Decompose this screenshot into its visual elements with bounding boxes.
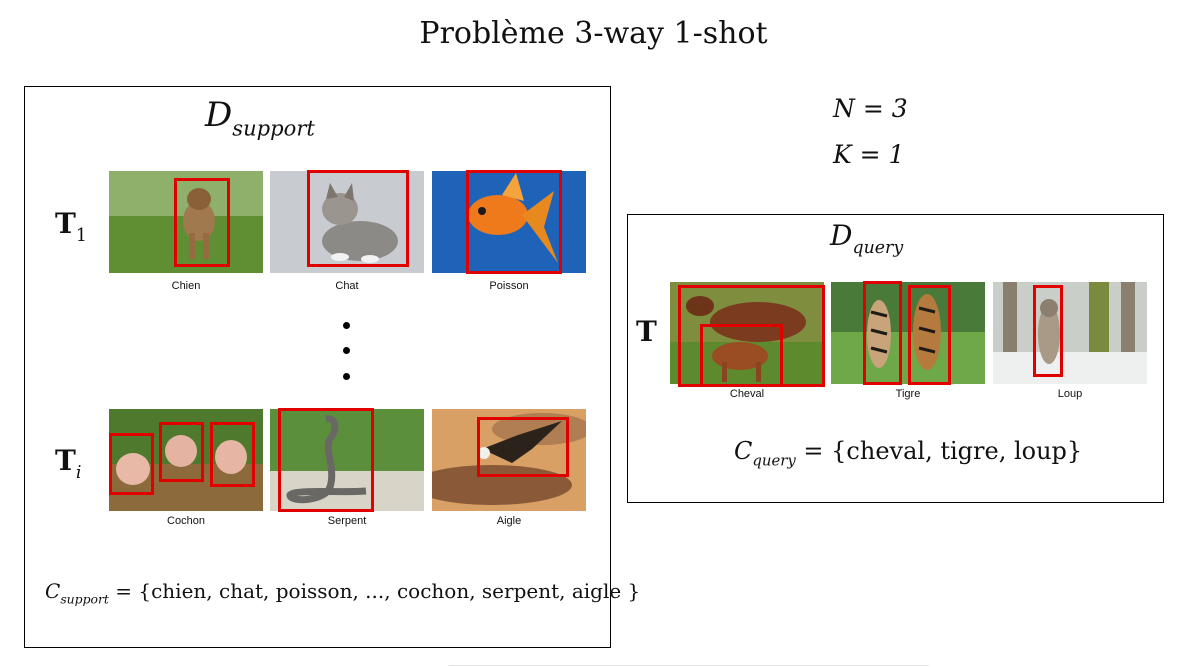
bbox-pig-1 xyxy=(109,433,154,495)
bbox-snake xyxy=(278,408,374,512)
support-label-set: Csupport = {chien, chat, poisson, ..., c… xyxy=(45,579,641,607)
ellipsis-dot xyxy=(343,347,350,354)
ellipsis-dot xyxy=(343,373,350,380)
query-task-label: T xyxy=(636,315,657,348)
caption-loup: Loup xyxy=(1057,388,1083,400)
query-heading: Dquery xyxy=(830,219,904,258)
image-horses xyxy=(670,282,824,384)
bbox-pig-3 xyxy=(210,422,255,487)
caption-cheval: Cheval xyxy=(729,388,765,400)
bbox-pig-2 xyxy=(159,422,204,482)
bbox-horse-foal xyxy=(700,324,783,387)
bbox-cat xyxy=(307,170,409,267)
n-ways-equation: N = 3 xyxy=(833,94,908,123)
image-cat xyxy=(270,171,424,273)
support-heading: Dsupport xyxy=(205,95,315,141)
image-wolf xyxy=(993,282,1147,384)
bbox-dog xyxy=(174,178,230,267)
k-shots-equation: K = 1 xyxy=(833,140,905,169)
bbox-tiger-1 xyxy=(863,281,902,385)
caption-chien: Chien xyxy=(171,280,201,292)
task-label-t1: T1 xyxy=(55,207,87,246)
caption-chat: Chat xyxy=(335,280,359,292)
caption-tigre: Tigre xyxy=(895,388,921,400)
query-label-set: Cquery = {cheval, tigre, loup} xyxy=(734,437,1083,470)
image-snake xyxy=(270,409,424,511)
query-set-panel: Dquery T Cheval Tigre xyxy=(627,214,1164,503)
bbox-eagle xyxy=(477,417,569,477)
image-eagle xyxy=(432,409,586,511)
bottom-divider xyxy=(449,665,929,666)
caption-aigle: Aigle xyxy=(496,515,522,527)
image-pigs xyxy=(109,409,263,511)
caption-cochon: Cochon xyxy=(167,515,205,527)
bbox-wolf xyxy=(1033,285,1063,377)
task-label-ti: Ti xyxy=(55,444,82,483)
page-title: Problème 3-way 1-shot xyxy=(419,16,768,51)
bbox-tiger-2 xyxy=(908,285,951,385)
caption-serpent: Serpent xyxy=(327,515,367,527)
ellipsis-dot xyxy=(343,322,350,329)
caption-poisson: Poisson xyxy=(489,280,529,292)
bbox-goldfish xyxy=(466,170,562,274)
support-set-panel: Dsupport T1 Chien Chat xyxy=(24,86,640,648)
